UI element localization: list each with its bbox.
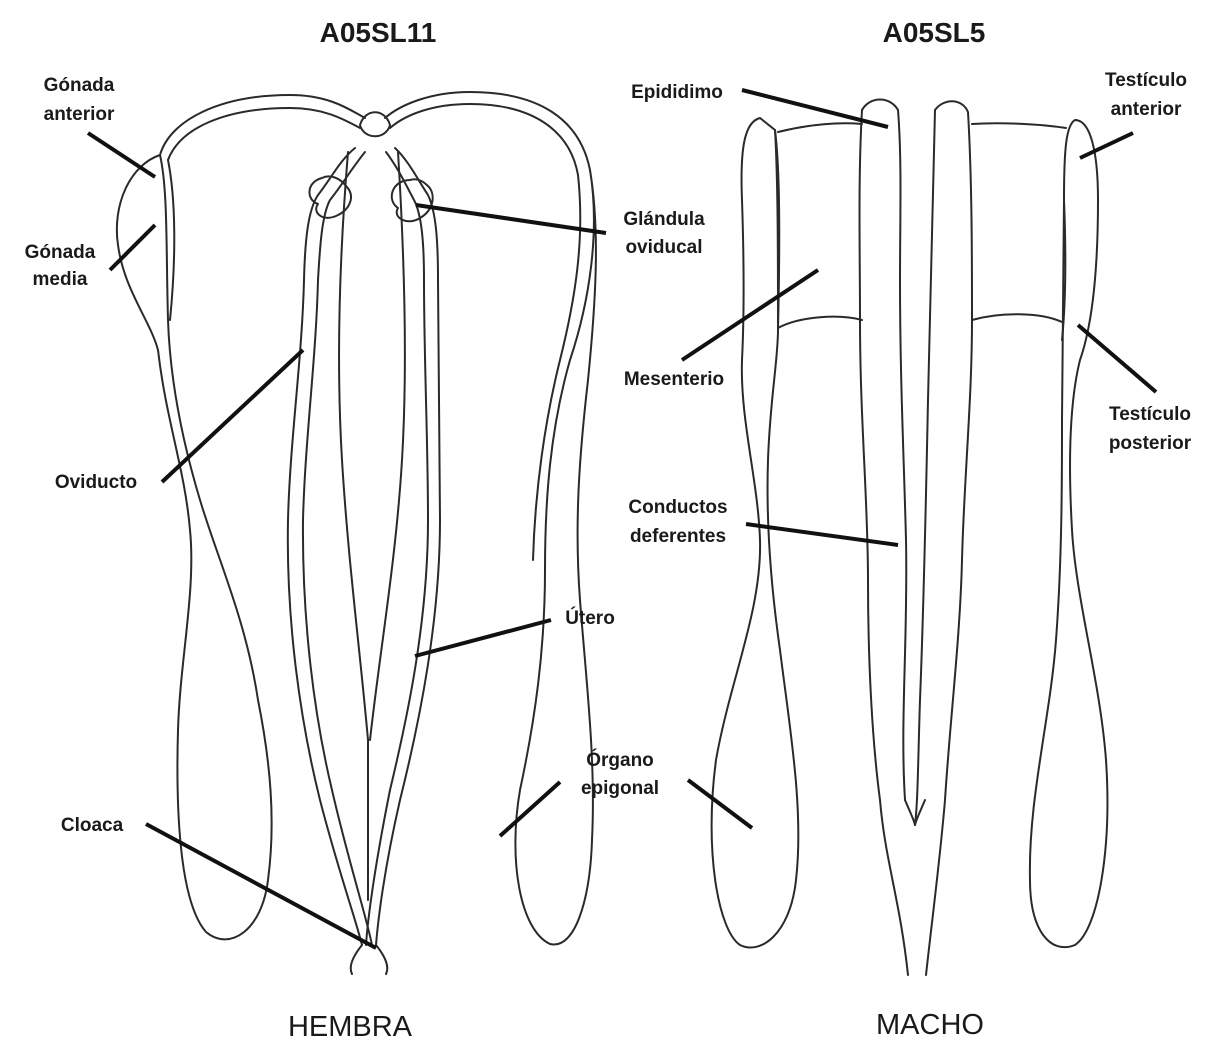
female-central-junction — [360, 112, 390, 136]
female-right-outer-organ — [515, 170, 596, 944]
male-diagram: A05SL5 Epididimo Testículo anterior — [624, 17, 1192, 1041]
leader-organo-epigonal-male — [688, 780, 752, 828]
male-left-mesentery-bottom — [778, 317, 862, 328]
label-epididimo: Epididimo — [631, 82, 723, 103]
female-gonad-inner-line — [168, 160, 174, 320]
label-conductos-deferentes-1: Conductos — [628, 497, 727, 518]
female-right-arch-inner — [390, 104, 578, 175]
label-oviducto: Oviducto — [55, 472, 137, 493]
female-left-arch — [160, 95, 365, 155]
female-cloaca — [351, 945, 388, 974]
label-testiculo-posterior-2: posterior — [1109, 433, 1192, 454]
male-right-central-tube-inner — [915, 110, 935, 825]
label-gonada-media-2: media — [33, 269, 88, 290]
label-utero: Útero — [565, 607, 615, 629]
female-diagram: A05SL11 — [25, 17, 705, 1043]
leader-testiculo-anterior — [1080, 133, 1133, 158]
leader-glandula-oviducal — [416, 205, 606, 233]
leader-utero — [415, 620, 551, 656]
male-right-anterior-testis-top — [972, 123, 1066, 128]
leader-testiculo-posterior — [1078, 325, 1156, 392]
label-glandula-oviducal-2: oviducal — [625, 237, 702, 258]
leader-organo-epigonal-female — [500, 782, 560, 836]
male-left-central-tube — [862, 100, 906, 801]
label-cloaca: Cloaca — [61, 815, 124, 836]
female-right-arch — [385, 92, 590, 170]
label-testiculo-anterior-2: anterior — [1111, 99, 1182, 120]
female-left-outer-organ — [117, 155, 272, 939]
leader-mesenterio — [682, 270, 818, 360]
female-caption: HEMBRA — [288, 1011, 413, 1043]
female-right-oviduct — [376, 148, 440, 945]
male-left-anterior-testis-top — [778, 123, 862, 132]
label-gonada-anterior-1: Gónada — [44, 75, 115, 96]
label-conductos-deferentes-2: deferentes — [630, 526, 726, 547]
leader-gonada-anterior — [88, 133, 155, 177]
leader-oviducto — [162, 350, 303, 482]
female-uterus-v — [339, 152, 368, 740]
label-organo-epigonal-2: epigonal — [581, 778, 659, 799]
female-right-organ-inner — [533, 175, 580, 560]
label-organo-epigonal-1: Órgano — [586, 749, 654, 771]
label-gonada-media-1: Gónada — [25, 242, 96, 263]
label-gonada-anterior-2: anterior — [44, 104, 115, 125]
male-title: A05SL5 — [883, 17, 986, 48]
female-left-oviduct-inner — [303, 152, 372, 945]
label-testiculo-posterior-1: Testículo — [1109, 404, 1191, 425]
label-mesenterio: Mesenterio — [624, 369, 724, 390]
female-uterus-v-right — [370, 152, 405, 740]
male-caption: MACHO — [876, 1009, 984, 1041]
label-testiculo-anterior-1: Testículo — [1105, 70, 1187, 91]
male-right-mesentery-bottom — [972, 314, 1062, 322]
female-right-oviduct-inner — [366, 152, 428, 945]
female-right-oviducal-gland — [392, 179, 433, 221]
leader-cloaca — [146, 824, 376, 948]
female-left-oviduct — [288, 148, 362, 945]
label-glandula-oviducal-1: Glándula — [623, 209, 705, 230]
female-title: A05SL11 — [320, 17, 437, 48]
male-right-outer-organ — [1030, 120, 1108, 947]
